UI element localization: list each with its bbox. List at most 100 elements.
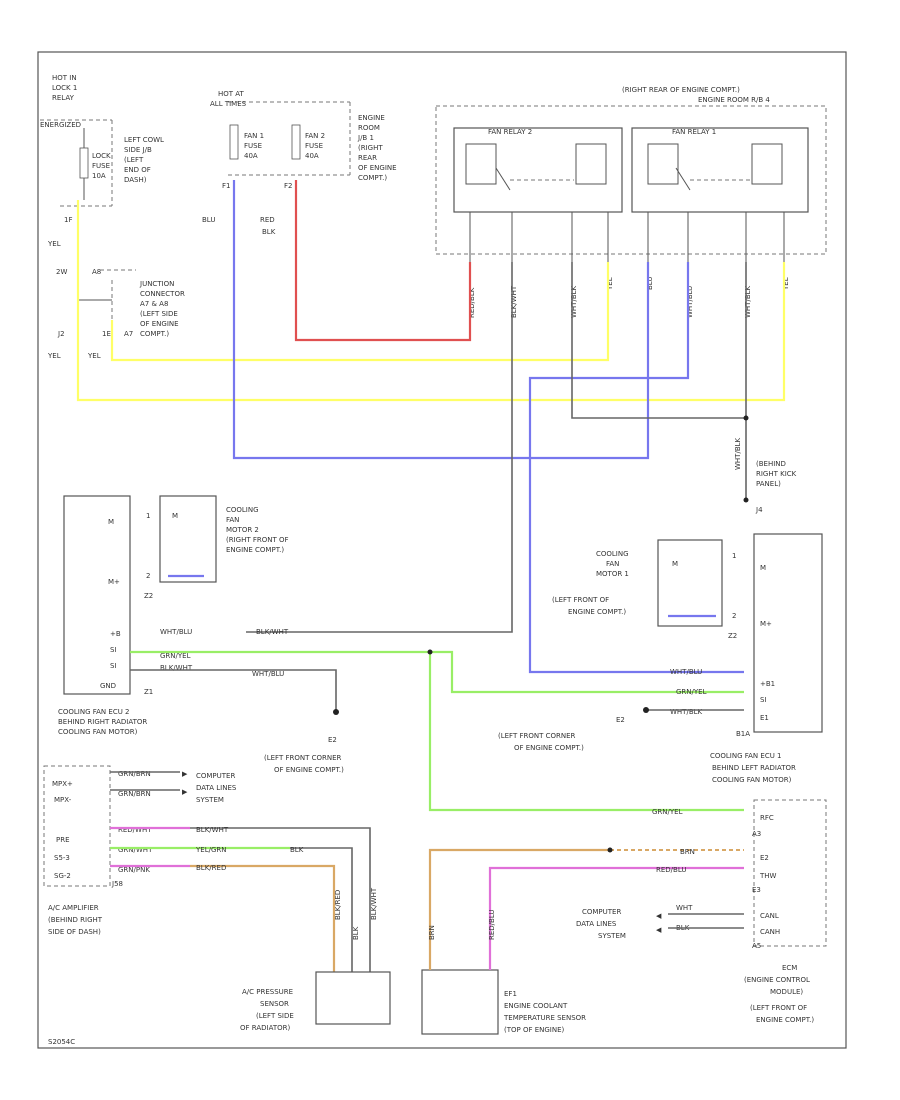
- svg-text:DATA LINES: DATA LINES: [576, 920, 617, 928]
- svg-text:ENGINE COMPT.): ENGINE COMPT.): [756, 1016, 814, 1024]
- cooling-fan-ecu-2-box: [63, 495, 131, 695]
- right-rear-header: (RIGHT REAR OF ENGINE COMPT.) ENGINE ROO…: [622, 86, 770, 104]
- svg-text:FUSE: FUSE: [244, 142, 262, 150]
- svg-text:COMPT.): COMPT.): [140, 330, 169, 338]
- svg-text:J/B 1: J/B 1: [357, 134, 374, 142]
- svg-text:GRN/PNK: GRN/PNK: [118, 866, 150, 874]
- pin-a8: A8: [92, 268, 101, 276]
- wht-blu-label: WHT/BLU: [252, 670, 284, 678]
- relay1-contact-box: [751, 143, 783, 185]
- pin-a7: A7: [124, 330, 133, 338]
- pin-1e: 1E: [102, 330, 111, 338]
- ecm-outline: [753, 799, 827, 947]
- svg-text:MODULE): MODULE): [770, 988, 803, 996]
- svg-text:ENGINE COMPT.): ENGINE COMPT.): [568, 608, 626, 616]
- svg-text:COOLING: COOLING: [226, 506, 259, 514]
- fan-relay-1-label: FAN RELAY 1: [672, 128, 716, 136]
- svg-text:GRN/YEL: GRN/YEL: [676, 688, 707, 696]
- svg-text:A/C PRESSURE: A/C PRESSURE: [242, 988, 293, 996]
- svg-text:OF ENGINE: OF ENGINE: [358, 164, 397, 172]
- cooling-fan-motor-1-label: COOLING FAN MOTOR 1 (LEFT FRONT OF ENGIN…: [552, 550, 629, 616]
- svg-text:TEMPERATURE SENSOR: TEMPERATURE SENSOR: [503, 1014, 586, 1022]
- svg-text:WHT: WHT: [676, 904, 693, 912]
- svg-text:GRN/BRN: GRN/BRN: [118, 770, 151, 778]
- ecu2-pin-mplus: M+: [108, 578, 120, 586]
- gray-wire-pre: [190, 827, 371, 972]
- svg-text:BLU: BLU: [646, 277, 654, 290]
- brown-wire-sg: [190, 864, 336, 972]
- splice-right: [743, 415, 749, 421]
- svg-text:PRE: PRE: [56, 836, 70, 844]
- ecu2-pin-m: M: [108, 518, 114, 526]
- arrow-canl: ◀: [656, 912, 662, 920]
- svg-text:A7 & A8: A7 & A8: [140, 300, 168, 308]
- svg-text:YEL: YEL: [782, 277, 790, 291]
- ect-wire-labels: BRN RED/BLU: [428, 909, 496, 940]
- svg-text:ENERGIZED: ENERGIZED: [40, 121, 81, 129]
- svg-text:A/C AMPLIFIER: A/C AMPLIFIER: [48, 904, 99, 912]
- svg-text:RED/BLU: RED/BLU: [656, 866, 687, 874]
- blk-wht-label: BLK/WHT: [256, 628, 289, 636]
- motor2-pin-2: 2: [146, 572, 150, 580]
- behind-right-kick-label: (BEHIND RIGHT KICK PANEL) J4: [755, 460, 797, 514]
- svg-text:(LEFT FRONT CORNER: (LEFT FRONT CORNER: [498, 732, 576, 740]
- diagram-frame: [37, 51, 847, 1049]
- pin-2w: 2W: [56, 268, 67, 276]
- svg-text:GRN/YEL: GRN/YEL: [652, 808, 683, 816]
- svg-text:SYSTEM: SYSTEM: [196, 796, 224, 804]
- svg-text:OF RADIATOR): OF RADIATOR): [240, 1024, 290, 1032]
- svg-text:EF1: EF1: [504, 990, 517, 998]
- svg-text:+B: +B: [110, 630, 121, 638]
- svg-text:(BEHIND RIGHT: (BEHIND RIGHT: [48, 916, 103, 924]
- svg-text:HOT AT: HOT AT: [218, 90, 245, 98]
- motor2-pin-1: 1: [146, 512, 150, 520]
- svg-text:ENGINE COOLANT: ENGINE COOLANT: [504, 1002, 568, 1010]
- ecu1-wire-labels: WHT/BLU GRN/YEL WHT/BLK: [670, 668, 707, 716]
- fan2-fuse: [291, 124, 301, 160]
- svg-text:GND: GND: [100, 682, 116, 690]
- motor2-symbol: M: [172, 512, 178, 520]
- svg-text:COMPT.): COMPT.): [358, 174, 387, 182]
- svg-text:M+: M+: [760, 620, 772, 628]
- svg-text:RIGHT KICK: RIGHT KICK: [756, 470, 797, 478]
- pin-z2-right: Z2: [728, 632, 737, 640]
- wht-blk-vert-label: WHT/BLK: [734, 437, 742, 470]
- ac-pressure-sensor-label: A/C PRESSURE SENSOR (LEFT SIDE OF RADIAT…: [240, 988, 294, 1032]
- engine-room-jb-label: ENGINE ROOM J/B 1 (RIGHT REAR OF ENGINE …: [357, 114, 397, 182]
- svg-text:CANH: CANH: [760, 928, 780, 936]
- fan2-fuse-label: FAN 2 FUSE 40A: [305, 132, 325, 160]
- svg-text:ROOM: ROOM: [358, 124, 380, 132]
- svg-text:WHT/BLU: WHT/BLU: [670, 668, 702, 676]
- cooling-fan-motor-2-label: COOLING FAN MOTOR 2 (RIGHT FRONT OF ENGI…: [226, 506, 289, 554]
- svg-text:BLK/RED: BLK/RED: [196, 864, 226, 872]
- fan-relay-2-box: [453, 127, 623, 213]
- red-wire: [294, 180, 472, 342]
- svg-text:BLK: BLK: [262, 228, 276, 236]
- ecu2-pin-labels: +B SI SI GND: [100, 630, 121, 690]
- motor1-pin-2: 2: [732, 612, 736, 620]
- svg-text:HOT IN: HOT IN: [52, 74, 77, 82]
- svg-text:A5: A5: [752, 942, 761, 950]
- svg-text:(BEHIND: (BEHIND: [756, 460, 786, 468]
- svg-text:RFC: RFC: [760, 814, 774, 822]
- yel-label-junction-a: YEL: [47, 352, 61, 360]
- svg-text:RED/WHT: RED/WHT: [118, 826, 152, 834]
- svg-text:COOLING FAN MOTOR): COOLING FAN MOTOR): [58, 728, 138, 736]
- gray-wire-blk-wht: [246, 262, 513, 633]
- svg-text:BRN: BRN: [680, 848, 695, 856]
- lock-fuse-label: LOCK FUSE 10A: [92, 152, 111, 180]
- hot-in-lock-label: HOT IN LOCK 1 RELAY ENERGIZED: [40, 74, 81, 129]
- yel-label-junction-b: YEL: [87, 352, 101, 360]
- lock-fuse: [79, 147, 89, 179]
- svg-text:BLK/WHT: BLK/WHT: [370, 887, 378, 920]
- pin-j2: J2: [57, 330, 65, 338]
- ground-e2-left-label: E2 (LEFT FRONT CORNER OF ENGINE COMPT.): [264, 736, 344, 774]
- ecm-pin-labels: RFC A3 E2 THW E3 CANL CANH A5: [752, 814, 780, 950]
- svg-text:S5-3: S5-3: [54, 854, 70, 862]
- fan1-fuse-label: FAN 1 FUSE 40A: [244, 132, 264, 160]
- blu-label: BLU: [202, 216, 215, 224]
- svg-text:END OF: END OF: [124, 166, 151, 174]
- svg-text:ALL TIMES: ALL TIMES: [210, 100, 247, 108]
- svg-text:SI: SI: [110, 662, 117, 670]
